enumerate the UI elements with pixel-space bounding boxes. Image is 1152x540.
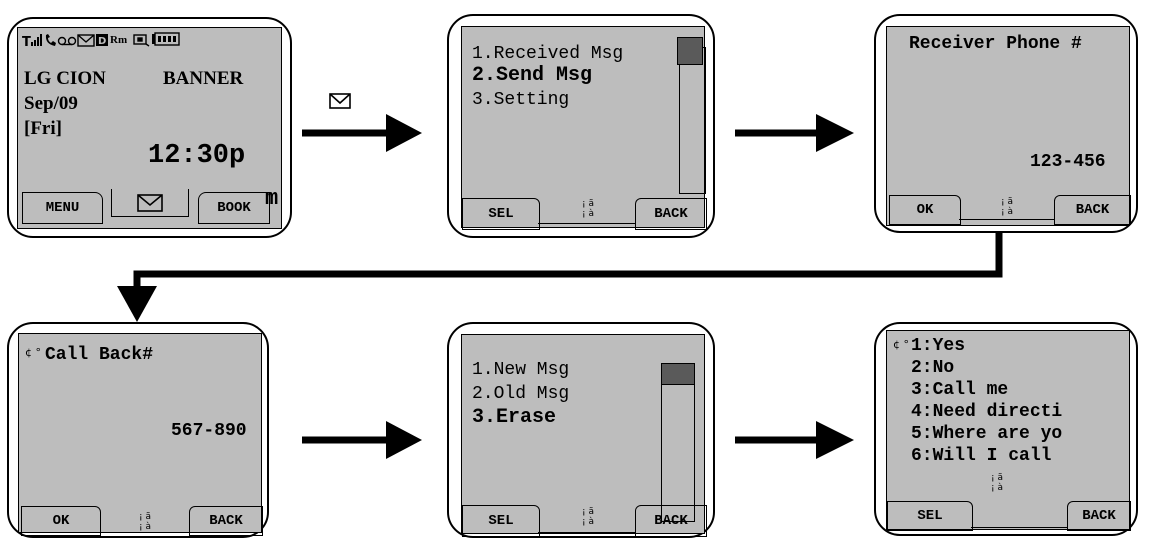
message-envelope-icon — [329, 93, 351, 109]
day-text: [Fri] — [24, 118, 62, 139]
back-soft-key[interactable]: BACK — [1054, 195, 1131, 225]
phone-canned-replies-screen: ¢ ° 1:Yes 2:No 3:Call me 4:Need directi … — [874, 322, 1138, 536]
back-soft-key-label: BACK — [1082, 508, 1116, 524]
nav-key-glyph: ¡ ã ¡ à — [1001, 197, 1013, 217]
clock-time: 12:30p — [148, 141, 246, 171]
menu-item-received-msg[interactable]: 1.Received Msg — [472, 44, 624, 64]
ok-soft-key-label: OK — [916, 202, 934, 218]
back-soft-key[interactable]: BACK — [189, 506, 263, 536]
call-icon — [45, 34, 56, 46]
phone-idle-screen: T D Rm — [7, 17, 292, 238]
back-soft-key-label: BACK — [654, 513, 688, 529]
back-soft-key[interactable]: BACK — [1067, 501, 1131, 531]
receiver-phone-number: 123-456 — [1030, 152, 1106, 172]
reply-item-where-are-you[interactable]: 5:Where are yo — [911, 424, 1063, 444]
svg-text:T: T — [22, 35, 31, 50]
scrollbar-track[interactable] — [661, 363, 695, 522]
sel-soft-key[interactable]: SEL — [887, 501, 973, 531]
arrow-screen1-to-screen2 — [302, 114, 422, 152]
menu-item-new-msg[interactable]: 1.New Msg — [472, 360, 570, 380]
nav-key-glyph: ¡ ã ¡ à — [139, 512, 151, 532]
ringer-icon — [133, 34, 150, 47]
arrow-screen2-to-screen3 — [735, 114, 854, 152]
lcd-display: Receiver Phone # 123-456 OK ¡ ã ¡ à BACK — [886, 26, 1131, 226]
lcd-display: T D Rm — [17, 27, 282, 229]
voicemail-icon — [57, 36, 77, 46]
sel-soft-key-label: SEL — [488, 513, 514, 529]
center-nav-key[interactable] — [971, 527, 1067, 528]
callback-title: Call Back# — [45, 345, 154, 365]
menu-item-old-msg[interactable]: 2.Old Msg — [472, 384, 570, 404]
roaming-indicator-icon: Rm — [110, 34, 127, 46]
lcd-display: 1.New Msg 2.Old Msg 3.Erase SEL ¡ ã ¡ à … — [461, 334, 707, 537]
back-soft-key-label: BACK — [209, 513, 243, 529]
lcd-display: ¢ ° Call Back# 567-890 OK ¡ ã ¡ à BACK — [18, 333, 263, 536]
arrow-screen4-to-screen5 — [302, 421, 422, 459]
center-nav-key[interactable] — [959, 219, 1054, 220]
digital-mode-icon: D — [96, 34, 108, 47]
reply-item-will-i-call[interactable]: 6:Will I call — [911, 446, 1052, 466]
menu-item-setting[interactable]: 3.Setting — [472, 90, 570, 110]
center-nav-key[interactable] — [538, 532, 635, 533]
signal-strength-icon: T — [22, 34, 42, 50]
banner-text: BANNER — [163, 68, 244, 89]
svg-text:D: D — [98, 36, 106, 47]
ok-soft-key[interactable]: OK — [889, 195, 961, 225]
back-soft-key[interactable]: BACK — [635, 198, 707, 230]
clock-time-suffix: m — [265, 186, 279, 211]
arrow-screen3-to-screen4 — [117, 232, 1003, 322]
menu-soft-key-label: MENU — [45, 200, 80, 216]
message-envelope-icon-status — [77, 34, 95, 47]
ok-soft-key[interactable]: OK — [21, 506, 101, 536]
scrollbar-thumb[interactable] — [677, 37, 703, 65]
lcd-display: ¢ ° 1:Yes 2:No 3:Call me 4:Need directi … — [886, 330, 1131, 531]
phone-message-box-screen: 1.New Msg 2.Old Msg 3.Erase SEL ¡ ã ¡ à … — [447, 322, 715, 538]
lcd-display: 1.Received Msg 2.Send Msg 3.Setting SEL … — [461, 26, 707, 230]
phone-receiver-screen: Receiver Phone # 123-456 OK ¡ ã ¡ à BACK — [874, 14, 1138, 233]
menu-soft-key[interactable]: MENU — [22, 192, 103, 224]
scrollbar-track[interactable] — [679, 47, 706, 194]
date-text: Sep/09 — [24, 93, 78, 114]
phone-callback-screen: ¢ ° Call Back# 567-890 OK ¡ ã ¡ à BACK — [7, 322, 269, 538]
nav-key-glyph: ¡ ã ¡ à — [991, 473, 1003, 493]
nav-key-glyph: ¡ ã ¡ à — [582, 199, 594, 219]
arrow-screen5-to-screen6 — [735, 421, 854, 459]
book-soft-key[interactable]: BOOK — [198, 192, 270, 224]
sel-soft-key-label: SEL — [917, 508, 943, 524]
reply-item-no[interactable]: 2:No — [911, 358, 955, 378]
carrier-name: LG CION — [24, 68, 106, 89]
center-nav-key[interactable] — [538, 223, 635, 224]
message-soft-key[interactable] — [111, 189, 189, 217]
nav-key-glyph: ¡ ã ¡ à — [582, 507, 594, 527]
back-soft-key-label: BACK — [1075, 202, 1110, 218]
status-bar: T D Rm — [22, 32, 180, 50]
sel-soft-key[interactable]: SEL — [462, 505, 540, 537]
entry-mode-indicator: ¢ ° — [893, 338, 909, 351]
sel-soft-key-label: SEL — [488, 206, 514, 222]
entry-mode-indicator: ¢ ° — [25, 346, 41, 359]
battery-icon — [152, 32, 180, 46]
menu-item-erase[interactable]: 3.Erase — [472, 406, 557, 429]
menu-item-send-msg[interactable]: 2.Send Msg — [472, 64, 593, 87]
reply-item-call-me[interactable]: 3:Call me — [911, 380, 1009, 400]
receiver-phone-title: Receiver Phone # — [909, 34, 1082, 54]
sel-soft-key[interactable]: SEL — [462, 198, 540, 230]
book-soft-key-label: BOOK — [217, 200, 251, 216]
back-soft-key[interactable]: BACK — [635, 505, 707, 537]
scrollbar-thumb[interactable] — [661, 363, 695, 385]
phone-message-menu-screen: 1.Received Msg 2.Send Msg 3.Setting SEL … — [447, 14, 715, 238]
message-envelope-icon — [137, 193, 163, 212]
back-soft-key-label: BACK — [654, 206, 688, 222]
ok-soft-key-label: OK — [52, 513, 70, 529]
callback-number: 567-890 — [171, 421, 247, 441]
reply-item-need-directions[interactable]: 4:Need directi — [911, 402, 1063, 422]
reply-item-yes[interactable]: 1:Yes — [911, 336, 966, 356]
